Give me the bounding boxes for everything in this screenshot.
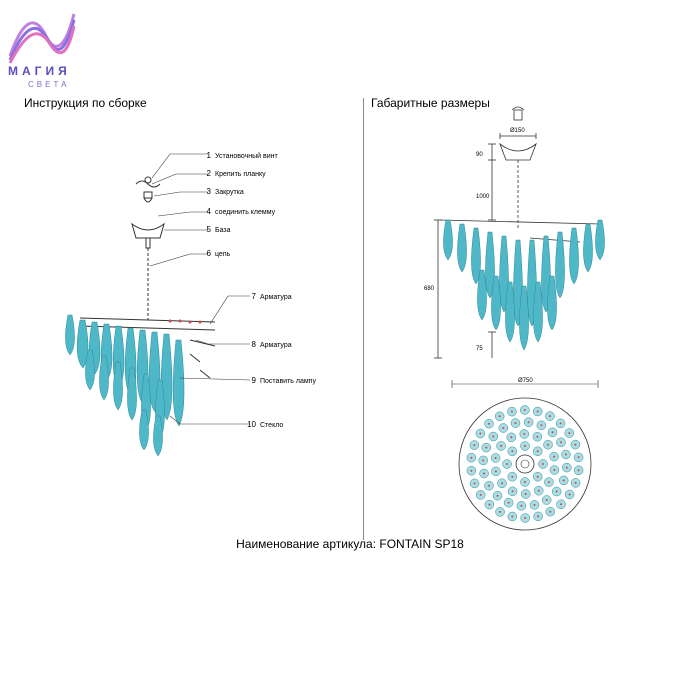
glass-drop-dot [536,410,539,413]
glass-drop-dot [502,427,505,429]
glass-drop-dot [553,469,556,471]
glass-drop-dot [479,493,482,496]
glass-drop-dot [537,489,540,492]
glass-drop-dot [510,410,513,413]
glass-drop-dot [511,490,514,493]
glass-drop-dot [564,453,567,456]
glass-drop-dot [524,517,527,519]
glass-drop-dot [496,494,499,497]
glass-drop-dot [485,446,488,449]
glass-drop-dot [473,482,476,485]
glass-drop-dot [511,475,514,478]
glass-drop-dot [470,456,473,459]
glass-drop-dot [524,445,526,447]
glass-drop-dot [549,510,552,513]
glass-drop-dot [470,469,473,472]
glass-drop-dot [577,469,580,472]
glass-drop-dot [560,503,562,506]
glass-drop-dot [488,503,491,506]
glass-drop-dot [574,443,577,446]
glass-drop-dot [500,444,503,447]
glass-drop-dot [524,481,526,483]
glass-drop-dot [551,431,554,434]
glass-drop-dot [547,443,549,446]
dim-chain-length: 1000 [476,194,490,200]
assembly-title: Инструкция по сборке [24,96,147,110]
glass-drop-dot [501,482,503,485]
panel-divider [363,98,364,540]
glass-drop-dot [537,515,540,518]
dim-canopy-height: 90 [476,152,483,158]
brand-name: МАГИЯ [8,64,71,78]
glass-drop-dot [511,515,514,518]
side-view-drawing: Ø150 90 1000 680 75 [424,106,605,359]
glass-drop-dot [560,441,562,444]
glass-drop-dot [494,470,497,473]
dim-body-height: 680 [424,286,435,292]
glass-drop-dot [527,421,530,424]
glass-drop-dot [523,433,526,435]
glass-drop-dot [479,432,482,435]
glass-drop-dot [510,436,513,439]
glass-drop-dot [511,450,514,453]
dimensions-title: Габаритные размеры [371,96,490,110]
glass-drop-dot [536,435,539,438]
glass-drop-dot [506,463,508,465]
glass-drop-dot [520,504,523,507]
glass-drop-dot [568,432,571,435]
glass-drop-dot [577,456,580,459]
glass-drop-dot [524,493,527,495]
glass-drop-dot [536,450,539,453]
dim-overall-diameter: Ø750 [518,378,533,384]
glass-drop-dot [507,501,510,504]
glass-drop-dot [545,499,548,501]
glass-drop-dot [562,479,565,482]
glass-drop-dot [559,422,562,425]
brand-subtitle: СВЕТА [28,80,70,89]
glass-drop-dot [547,481,550,484]
glass-drop-dot [565,466,568,469]
glass-drop-dot [548,415,551,418]
glass-drop-dot [574,481,577,484]
glass-drop-dot [553,455,556,458]
glass-drop-dot [499,510,502,513]
glass-drop-dot [540,424,543,427]
glass-drop-dot [514,422,517,425]
glass-drop-dot [488,422,490,425]
dim-canopy-diameter: Ø150 [510,128,525,134]
glass-drop-dot [533,503,536,506]
glass-drop-dot [555,490,558,493]
glass-drop-dot [498,415,501,418]
logo-wave-icon [8,13,76,64]
glass-drop-dot [483,472,486,475]
top-view-drawing: Ø750 [451,378,599,531]
glass-drop-dot [568,493,571,496]
glass-drop-dot [492,435,495,438]
glass-drop-dot [536,475,539,478]
glass-drop-dot [482,459,485,462]
glass-drop-dot [494,457,497,459]
glass-drop-dot [473,444,476,447]
dim-bottom-offset: 75 [476,346,483,352]
glass-drop-dot [542,463,544,465]
glass-drop-dot [488,484,490,487]
assembly-drawing [65,153,251,457]
article-name: Наименование артикула: FONTAIN SP18 [236,537,464,551]
glass-drop-dot [523,409,526,411]
